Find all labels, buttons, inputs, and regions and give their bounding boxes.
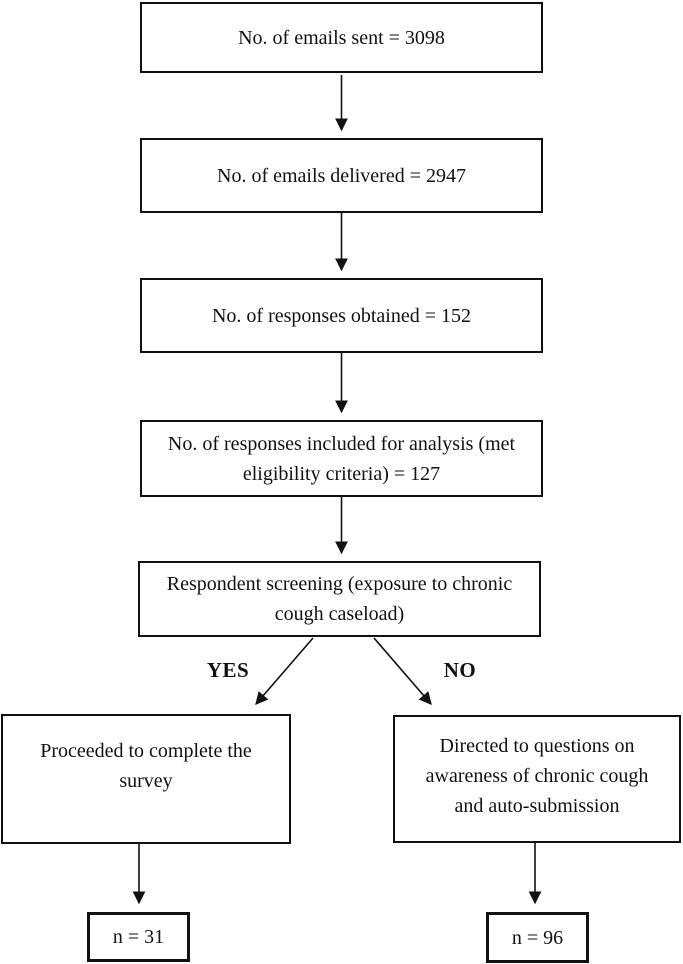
box-emails-sent: No. of emails sent = 3098 [140,2,543,73]
box-respondent-screening: Respondent screening (exposure to chroni… [138,561,541,637]
box-responses-included: No. of responses included for analysis (… [140,420,543,497]
box-no-outcome: Directed to questions on awareness of ch… [393,715,681,843]
box-responses-obtained: No. of responses obtained = 152 [140,278,543,353]
label-no: NO [443,658,477,682]
box-yes-outcome: Proceeded to complete the survey [1,714,291,844]
box-n-96: n = 96 [486,912,589,963]
box-n-31: n = 31 [87,912,190,962]
label-yes: YES [206,658,250,682]
box-emails-delivered: No. of emails delivered = 2947 [140,138,543,213]
